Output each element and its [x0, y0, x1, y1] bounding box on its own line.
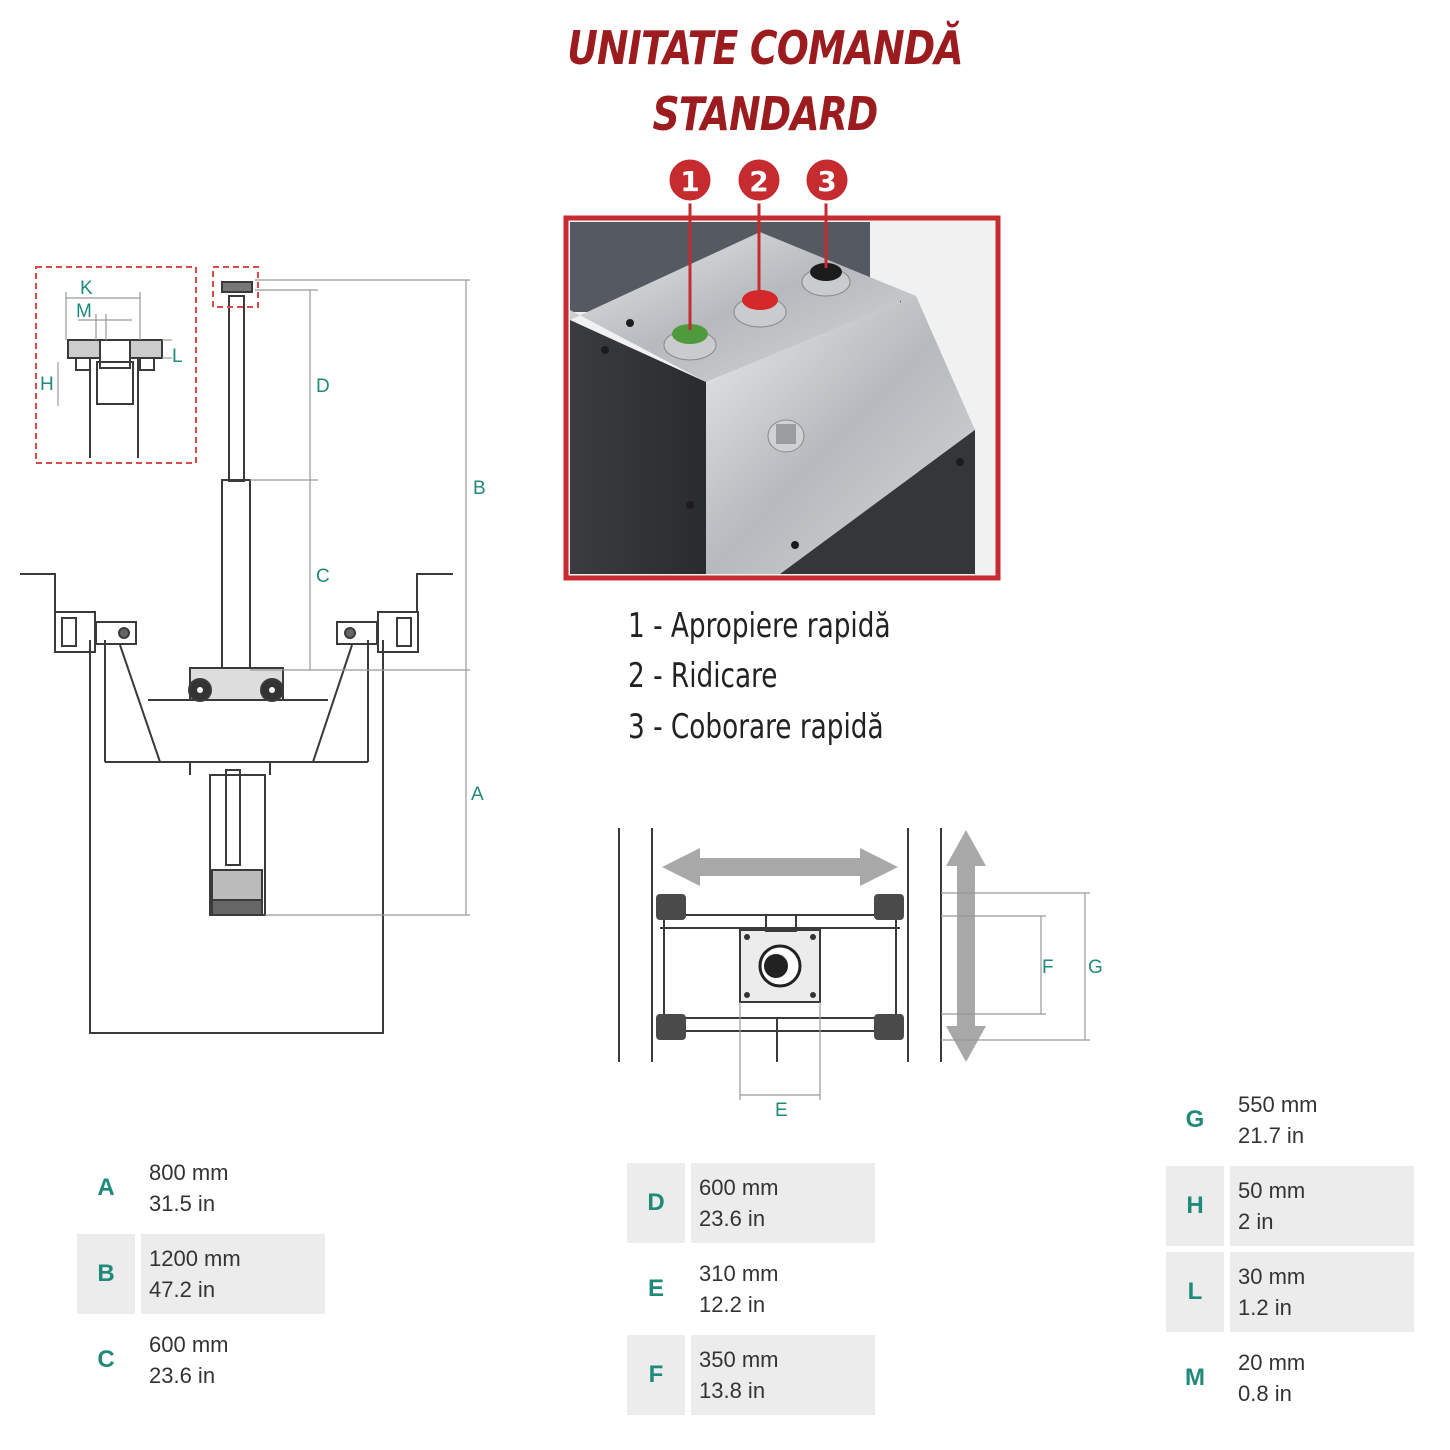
dim-mm: 30 mm — [1238, 1264, 1306, 1289]
title-line-1: UNITATE COMANDĂ — [567, 21, 963, 75]
dim-mm: 350 mm — [699, 1347, 779, 1372]
dim-key: E — [647, 1275, 664, 1302]
dimension-table-2: D 600 mm 23.6 in E 310 mm 12.2 in F 350 mm… — [627, 1163, 875, 1421]
dim-label-b: B — [473, 478, 486, 499]
dim-mm: 800 mm — [149, 1160, 229, 1185]
legend-item-1: 1 - Apropiere rapidă — [628, 606, 891, 646]
dim-mm: 600 mm — [699, 1175, 779, 1200]
control-unit-photo — [563, 200, 1001, 581]
dim-row-b: B 1200 mm 47.2 in — [77, 1234, 325, 1314]
dim-in: 13.8 in — [699, 1378, 766, 1403]
dim-key: L — [1166, 1252, 1224, 1332]
dim-in: 2 in — [1238, 1209, 1274, 1234]
dim-row-l: L 30 mm 1.2 in — [1166, 1252, 1414, 1332]
dim-key: C — [97, 1346, 115, 1373]
svg-text:2: 2 — [749, 165, 768, 198]
marker-1: 1 — [666, 156, 714, 204]
detail-inset: K M L H — [35, 266, 259, 464]
dim-in: 47.2 in — [149, 1277, 216, 1302]
dim-row-d: D 600 mm 23.6 in — [627, 1163, 875, 1243]
dim-label-c: C — [316, 566, 330, 587]
dim-label-g: G — [1088, 957, 1103, 978]
dim-row-f: F 350 mm 13.8 in — [627, 1335, 875, 1415]
dimension-table-3: G 550 mm 21.7 in H 50 mm 2 in L 30 mm 1.2 i… — [1166, 1080, 1414, 1424]
approach-button — [672, 324, 708, 344]
dim-key: G — [1185, 1106, 1205, 1133]
dim-in: 23.6 in — [699, 1206, 766, 1231]
marker-3: 3 — [803, 156, 851, 204]
dim-mm: 600 mm — [149, 1332, 229, 1357]
dim-key: H — [1166, 1166, 1224, 1246]
title-line-2: STANDARD — [652, 87, 878, 141]
dim-row-c: C 600 mm 23.6 in — [77, 1320, 325, 1400]
legend-item-2: 2 - Ridicare — [628, 656, 778, 696]
dim-mm: 550 mm — [1238, 1092, 1318, 1117]
dim-mm: 1200 mm — [149, 1246, 241, 1271]
dim-in: 12.2 in — [699, 1292, 766, 1317]
dim-row-g: G 550 mm 21.7 in — [1166, 1080, 1414, 1160]
dim-label-m: M — [76, 301, 92, 322]
top-view-drawing: E F G — [618, 828, 1103, 1121]
lift-button — [742, 290, 778, 310]
dim-in: 1.2 in — [1238, 1295, 1292, 1320]
marker-2: 2 — [735, 156, 783, 204]
dim-label-h: H — [40, 374, 54, 395]
dim-label-f: F — [1042, 957, 1054, 978]
dim-label-k: K — [80, 278, 93, 299]
dim-label-a: A — [471, 784, 484, 805]
svg-text:3: 3 — [817, 165, 836, 198]
dim-row-e: E 310 mm 12.2 in — [627, 1249, 875, 1329]
dim-row-m: M 20 mm 0.8 in — [1166, 1338, 1414, 1418]
dim-label-l: L — [172, 346, 183, 367]
dim-mm: 20 mm — [1238, 1350, 1306, 1375]
svg-text:1: 1 — [680, 165, 699, 198]
dim-label-d: D — [316, 376, 330, 397]
dim-key: M — [1185, 1364, 1205, 1391]
dim-key: B — [77, 1234, 135, 1314]
side-view-drawing — [20, 281, 453, 1034]
dim-in: 31.5 in — [149, 1191, 216, 1216]
dim-mm: 310 mm — [699, 1261, 779, 1286]
legend-item-3: 3 - Coborare rapidă — [628, 707, 884, 747]
dim-in: 21.7 in — [1238, 1123, 1305, 1148]
dim-in: 0.8 in — [1238, 1381, 1292, 1406]
dim-key: D — [627, 1163, 685, 1243]
dim-key: F — [627, 1335, 685, 1415]
lower-button — [810, 263, 842, 281]
side-dimension-lines — [250, 279, 470, 916]
dim-label-e: E — [775, 1100, 788, 1121]
dim-row-h: H 50 mm 2 in — [1166, 1166, 1414, 1246]
dim-row-a: A 800 mm 31.5 in — [77, 1148, 325, 1228]
dim-mm: 50 mm — [1238, 1178, 1306, 1203]
dim-key: A — [97, 1174, 115, 1201]
dimension-table-1: A 800 mm 31.5 in B 1200 mm 47.2 in C 600 m… — [77, 1148, 325, 1406]
dim-in: 23.6 in — [149, 1363, 216, 1388]
